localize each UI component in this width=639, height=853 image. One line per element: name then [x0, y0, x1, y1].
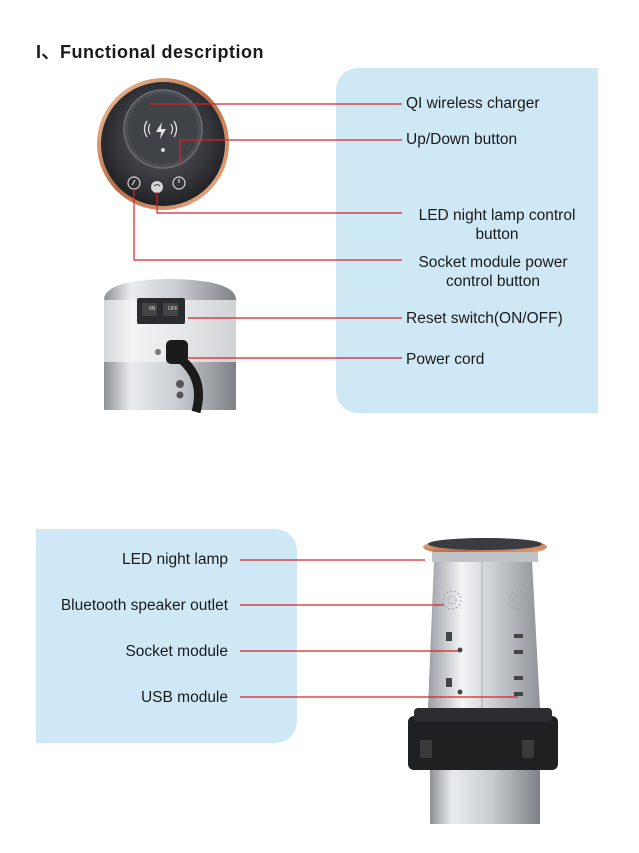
label-socket-power-button-line2: control button: [446, 273, 540, 290]
label-led-lamp-button: LED night lamp control button: [404, 206, 590, 244]
power-cord-illustration: [166, 340, 203, 414]
lid-top-view: [97, 78, 229, 210]
label-socket-power-button-line1: Socket module power: [418, 254, 568, 271]
label-qi-charger: QI wireless charger: [406, 95, 540, 112]
label-socket-power-button: Socket module power control button: [404, 253, 582, 291]
label-usb-module: USB module: [140, 689, 228, 706]
callout-lines: [133, 103, 518, 698]
label-led-lamp-button-line2: button: [475, 226, 519, 243]
label-led-lamp-button-line1: LED night lamp control: [418, 207, 576, 224]
usb-ports: [514, 634, 523, 696]
socket-outlets: [446, 632, 463, 695]
led-lamp-button[interactable]: [151, 181, 163, 193]
page-title: I、Functional description: [36, 42, 265, 62]
speaker-grille: [442, 590, 528, 610]
svg-text:0N: 0N: [149, 306, 156, 312]
label-led-night-lamp: LED night lamp: [122, 551, 228, 568]
bottom-label-panel: [36, 529, 297, 743]
wireless-charging-icon: [143, 120, 178, 139]
label-updown-button: Up/Down button: [406, 131, 518, 148]
svg-text:OFF: OFF: [168, 306, 178, 312]
label-reset-switch: Reset switch(ON/OFF): [406, 310, 563, 327]
label-power-cord: Power cord: [406, 351, 485, 368]
power-icon[interactable]: [172, 176, 186, 190]
label-bluetooth-speaker: Bluetooth speaker outlet: [60, 597, 228, 614]
popup-tower: [408, 538, 558, 824]
updown-button[interactable]: [161, 148, 165, 152]
top-label-panel: [336, 68, 598, 413]
label-socket-module: Socket module: [125, 643, 228, 660]
